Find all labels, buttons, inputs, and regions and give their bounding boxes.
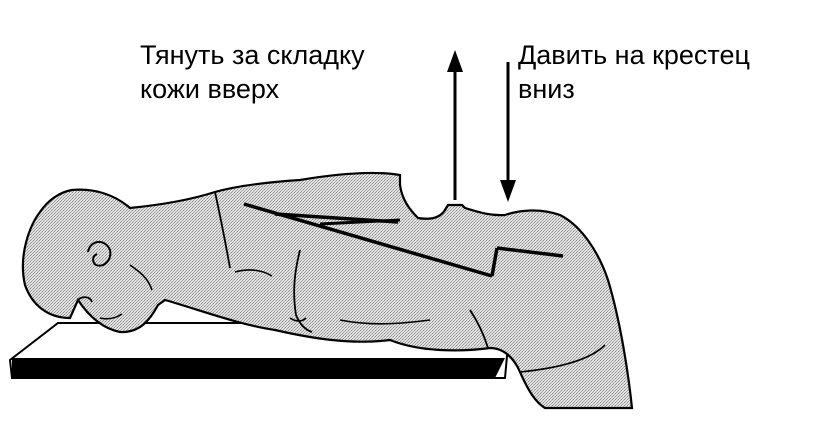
- push-label-line-1: Давить на крестец: [518, 40, 750, 70]
- push-label-line-2: вниз: [518, 74, 575, 104]
- anatomy-lines: [243, 202, 564, 278]
- arrow-up-head: [447, 50, 463, 72]
- pull-label-line-1: Тянуть за складку: [140, 40, 365, 70]
- pull-skin-fold-label: Тянуть за складку кожи вверх: [140, 38, 365, 106]
- body-figure: [21, 171, 634, 410]
- pull-up-arrow: [447, 50, 463, 200]
- pull-label-line-2: кожи вверх: [140, 74, 280, 104]
- push-down-arrow: [500, 62, 516, 202]
- arrow-down-head: [500, 180, 516, 202]
- press-sacrum-label: Давить на крестец вниз: [518, 38, 750, 106]
